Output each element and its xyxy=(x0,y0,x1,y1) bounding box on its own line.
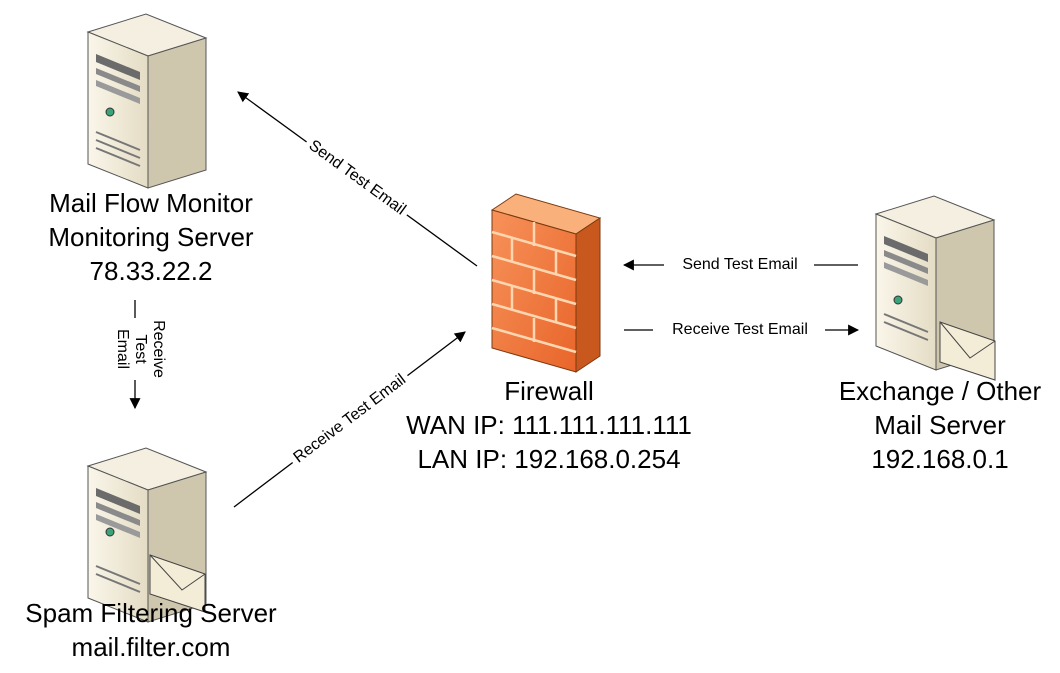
monitor-label-line1: Mail Flow Monitor xyxy=(49,188,253,218)
exchange-envelope-icon xyxy=(939,321,996,381)
edge-label-monitor-firewall: Send Test Email xyxy=(306,137,409,219)
edge-label-firewall-exchange: Receive Test Email xyxy=(672,321,808,338)
exchange-label-line3: 192.168.0.1 xyxy=(871,444,1008,474)
firewall-icon xyxy=(490,193,602,373)
edge-label-monitor-spam-2: Test xyxy=(132,334,149,364)
edge-label-monitor-spam-1: Receive xyxy=(150,320,167,378)
edge-label-monitor-spam-3: Email xyxy=(114,329,131,369)
spam-label-line1: Spam Filtering Server xyxy=(25,598,277,628)
edge-label-spam-firewall: Receive Test Email xyxy=(291,371,410,466)
monitor-label-line3: 78.33.22.2 xyxy=(90,256,213,286)
spam-envelope-icon xyxy=(149,554,206,613)
firewall-label-line1: Firewall xyxy=(504,376,594,406)
firewall-label-line2: WAN IP: 111.111.111.111 xyxy=(406,410,692,440)
spam-label-line2: mail.filter.com xyxy=(72,632,231,662)
firewall-label-line3: LAN IP: 192.168.0.254 xyxy=(417,444,680,474)
monitor-label-line2: Monitoring Server xyxy=(48,222,254,252)
exchange-label-line1: Exchange / Other xyxy=(839,376,1042,406)
monitor-server-icon xyxy=(86,13,208,189)
exchange-label-line2: Mail Server xyxy=(874,410,1006,440)
exchange-server-icon xyxy=(874,195,996,371)
edge-label-exchange-firewall: Send Test Email xyxy=(682,256,797,273)
